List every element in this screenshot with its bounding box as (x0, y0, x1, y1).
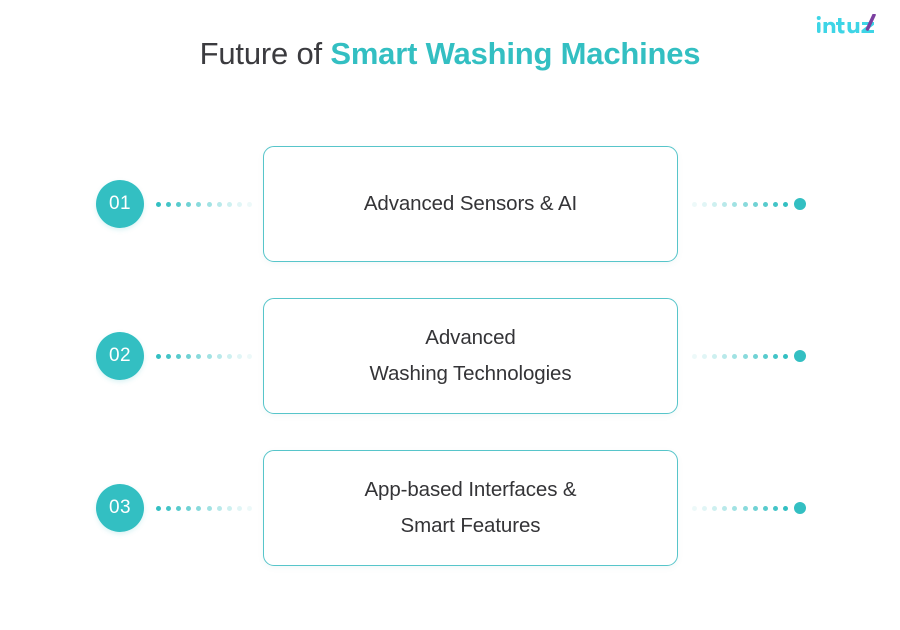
list-item: 02 Advanced Washing Technologies (0, 298, 900, 414)
connector-dots-right (692, 200, 788, 208)
step-number-badge: 02 (96, 332, 144, 380)
connector-dots-right (692, 504, 788, 512)
connector-end-dot (794, 198, 806, 210)
feature-card-label: Advanced Sensors & AI (363, 192, 578, 215)
feature-card-label: App-based Interfaces & Smart Features (364, 478, 577, 537)
connector-dots-left (156, 352, 252, 360)
list-item: 03 App-based Interfaces & Smart Features (0, 450, 900, 566)
connector-end-dot (794, 350, 806, 362)
feature-card[interactable]: Advanced Sensors & AI (263, 146, 678, 262)
connector-end-dot (794, 502, 806, 514)
feature-card-label: Advanced Washing Technologies (369, 326, 572, 385)
page-title-plain: Future of (199, 36, 331, 71)
list-item: 01 Advanced Sensors & AI (0, 146, 900, 262)
feature-card[interactable]: App-based Interfaces & Smart Features (263, 450, 678, 566)
page-title: Future of Smart Washing Machines (0, 33, 900, 75)
intuz-logo (816, 14, 876, 34)
step-number-badge: 03 (96, 484, 144, 532)
connector-dots-left (156, 504, 252, 512)
connector-dots-left (156, 200, 252, 208)
connector-dots-right (692, 352, 788, 360)
feature-list: 01 Advanced Sensors & AI 02 Advanced Was… (0, 146, 900, 566)
feature-card[interactable]: Advanced Washing Technologies (263, 298, 678, 414)
page-title-accent: Smart Washing Machines (330, 36, 701, 71)
step-number-badge: 01 (96, 180, 144, 228)
